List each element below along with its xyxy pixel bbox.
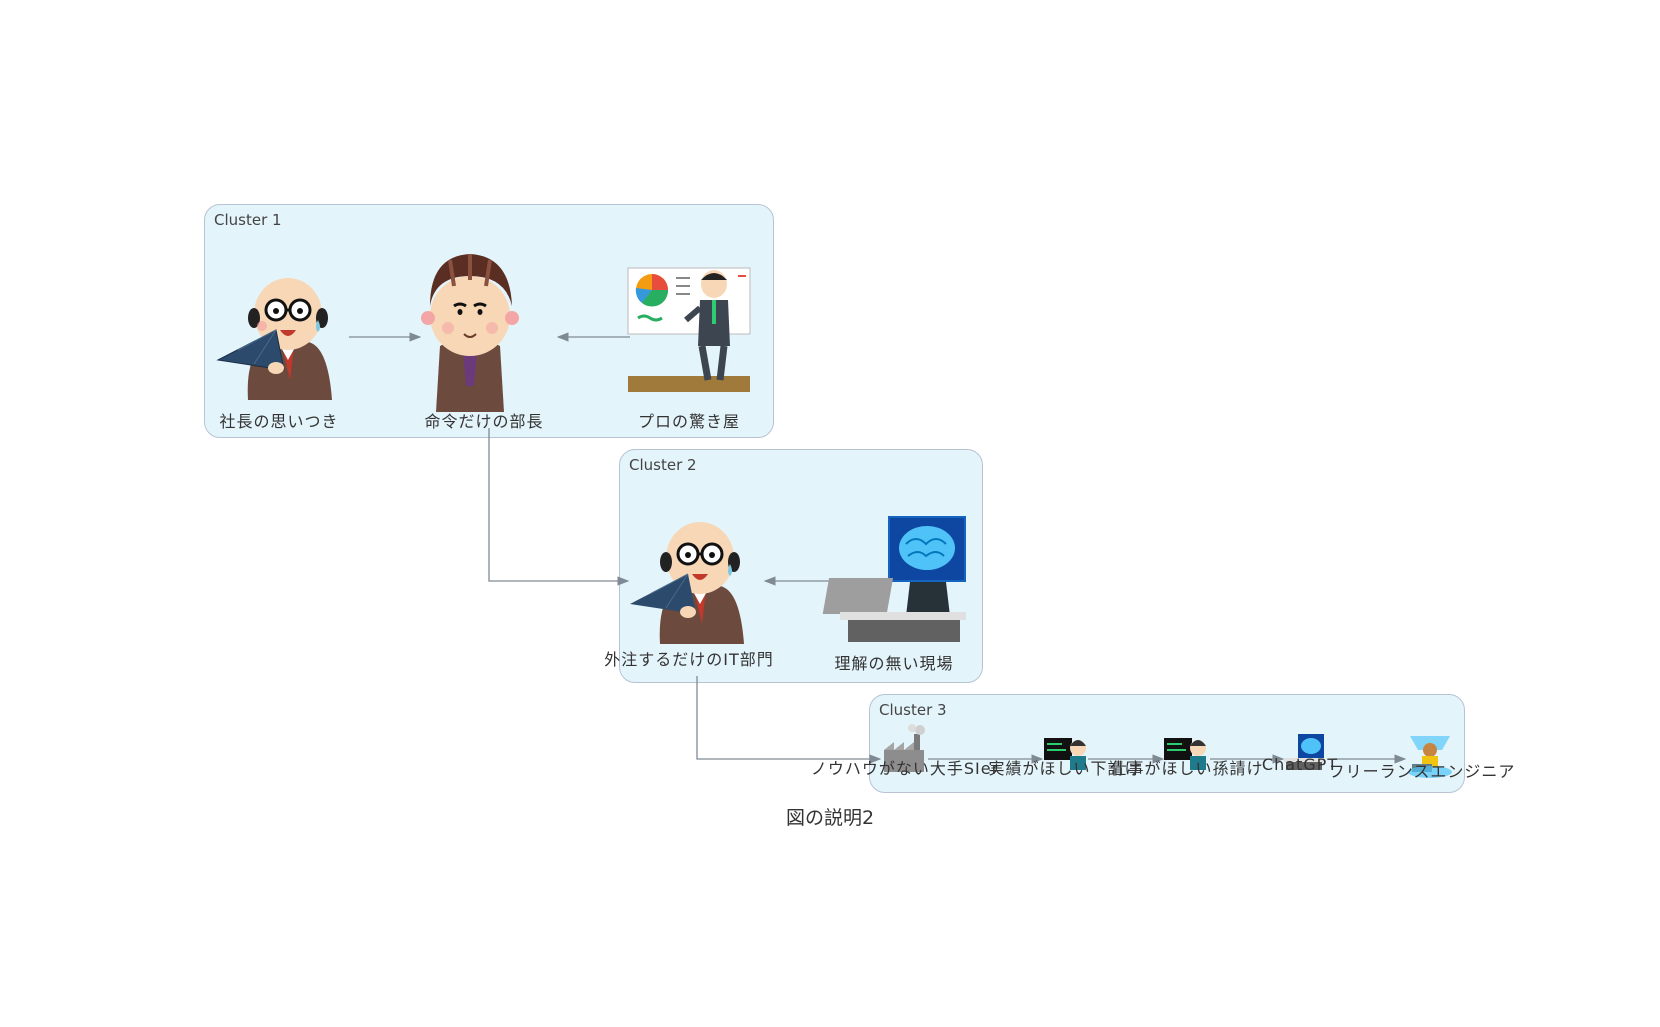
node-label-president: 社長の思いつき	[219, 412, 339, 431]
president-illustration	[216, 278, 332, 400]
edges	[349, 332, 1407, 764]
manager-illustration	[421, 254, 519, 412]
node-label-field: 理解の無い現場	[834, 654, 954, 673]
node-label-consultant: プロの驚き屋	[637, 412, 741, 431]
node-label-chatgpt: ChatGPT	[1261, 755, 1339, 774]
node-label-sub1: 実績がほしい下請け	[988, 759, 1142, 778]
node-label-freelance: フリーランスエンジニア	[1328, 762, 1516, 781]
edge-manager-itdept	[488, 428, 630, 586]
consultant-illustration	[627, 267, 751, 392]
chatgpt-illustration	[1284, 734, 1324, 770]
itdept-illustration	[630, 522, 744, 644]
node-label-bigsi: ノウハウがない大手SIer	[810, 759, 1000, 778]
diagram-caption: 図の説明2	[785, 807, 875, 829]
sub1-illustration	[1044, 738, 1086, 770]
node-label-sub2: 仕事がほしい孫請け	[1110, 759, 1264, 778]
edge-itdept-bigsi	[696, 676, 882, 764]
cluster-1-title: Cluster 1	[214, 211, 282, 229]
field-illustration	[822, 516, 966, 642]
bigsi-illustration	[884, 724, 925, 772]
node-label-itdept: 外注するだけのIT部門	[604, 650, 774, 669]
node-label-manager: 命令だけの部長	[424, 412, 544, 431]
cluster-3-title: Cluster 3	[879, 701, 947, 719]
sub2-illustration	[1164, 738, 1206, 770]
freelance-illustration	[1408, 736, 1452, 778]
cluster-2-title: Cluster 2	[629, 456, 697, 474]
